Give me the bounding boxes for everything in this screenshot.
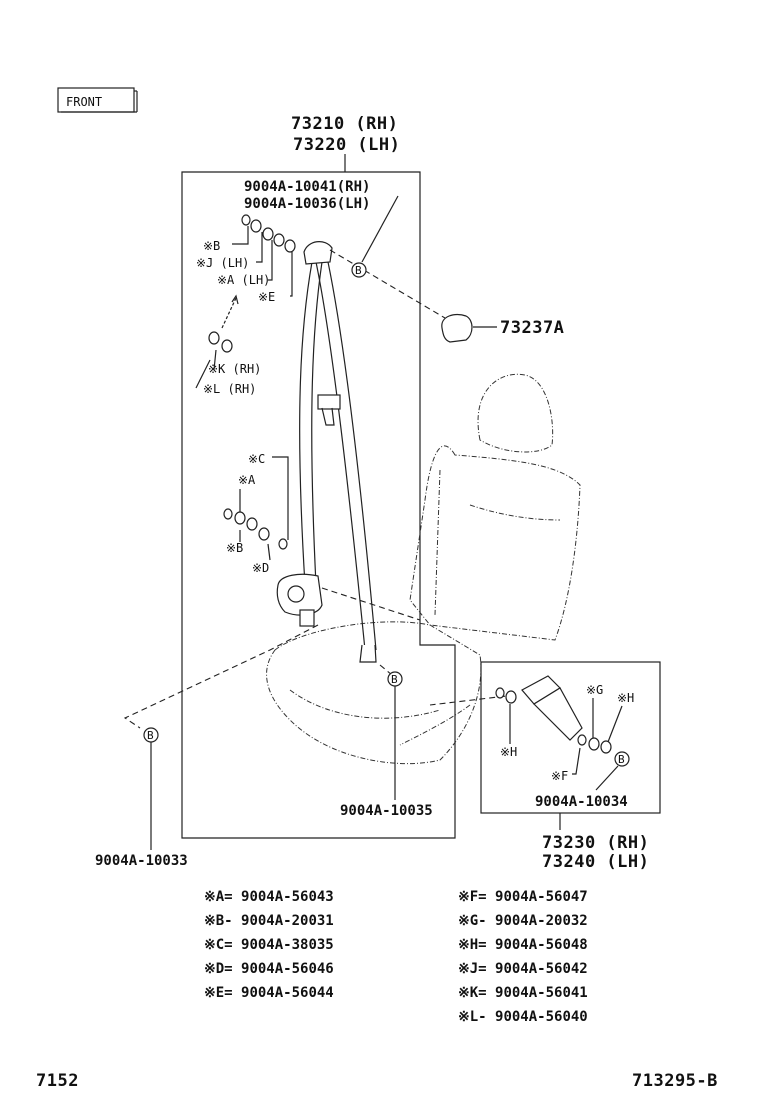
buckle [495, 675, 612, 754]
anchor-bolt-rh-label: 9004A-10041(RH) [244, 179, 370, 195]
seat-outline [266, 373, 581, 765]
washer-j-icon [250, 219, 262, 233]
spacer-e-icon [273, 233, 285, 247]
svg-text:B: B [618, 753, 625, 766]
label-f: ※F [551, 769, 568, 783]
diagram-code: 713295-B [632, 1071, 718, 1091]
headrest-outline [477, 373, 554, 453]
label-a-lower: ※A [238, 473, 256, 487]
lower-anchor-plate [359, 644, 377, 663]
belt-guide [317, 394, 341, 410]
bolt-10034-label: 9004A-10034 [535, 794, 628, 810]
label-a-lh: ※A (LH) [217, 273, 270, 287]
seat-cushion-outline [266, 621, 482, 765]
belt-assembly-rh-label: 73210 (RH) [291, 114, 398, 134]
legend-item: ※J= 9004A-56042 [458, 961, 588, 977]
label-j-lh: ※J (LH) [196, 256, 249, 270]
label-k-rh: ※K (RH) [208, 362, 261, 376]
front-label: FRONT [66, 95, 102, 109]
belt-webbing [299, 261, 377, 663]
cover-leader-dashed [329, 249, 446, 319]
label-c: ※C [248, 452, 265, 466]
lower-hardware [223, 508, 288, 550]
cover-icon [441, 313, 473, 343]
seatback-outline [409, 445, 581, 641]
label-d: ※D [252, 561, 269, 575]
washer-a-icon [262, 227, 274, 241]
legend-item: ※A= 9004A-56043 [204, 889, 334, 905]
belt-assembly-lh-label: 73220 (LH) [293, 135, 400, 155]
anchor-bolt-lh-label: 9004A-10036(LH) [244, 196, 370, 212]
legend-item: ※D= 9004A-56046 [204, 961, 334, 977]
legend-item: ※F= 9004A-56047 [458, 889, 588, 905]
callout-b-shoulder: B [351, 262, 367, 278]
legend-item: ※B- 9004A-20031 [204, 913, 334, 929]
nut-icon [284, 239, 296, 253]
label-b-upper: ※B [203, 239, 220, 253]
page-number: 7152 [36, 1071, 79, 1091]
legend-item: ※H= 9004A-56048 [458, 937, 588, 953]
bolt-10033-dashed [123, 624, 319, 729]
callout-b-floor: B [143, 727, 159, 743]
label-h-top: ※H [617, 691, 634, 705]
legend-item: ※E= 9004A-56044 [204, 985, 334, 1001]
label-b-lower: ※B [226, 541, 243, 555]
retractor [276, 573, 323, 627]
upper-hardware [208, 214, 296, 353]
label-e: ※E [258, 290, 275, 304]
bolt-10033-label: 9004A-10033 [95, 853, 188, 869]
callout-b-lower: B [387, 671, 403, 687]
label-g: ※G [586, 683, 603, 697]
callout-b-buckle: B [614, 751, 630, 767]
belt-assembly-outline [181, 171, 456, 839]
legend-item: ※L- 9004A-56040 [458, 1009, 588, 1025]
legend-item: ※K= 9004A-56041 [458, 985, 588, 1001]
svg-text:B: B [355, 264, 362, 277]
cover-part-label: 73237A [500, 318, 564, 338]
bolt-10035-label: 9004A-10035 [340, 803, 433, 819]
cover-part: 73237A [441, 313, 564, 343]
washer-l-icon [221, 339, 233, 353]
buckle-assembly-lh-label: 73240 (LH) [542, 852, 649, 872]
svg-text:B: B [391, 673, 398, 686]
buckle-assembly-box [480, 661, 661, 814]
legend-item: ※C= 9004A-38035 [204, 937, 334, 953]
svg-text:B: B [147, 729, 154, 742]
washer-k-icon [208, 331, 220, 345]
shoulder-anchor [303, 241, 333, 265]
buckle-assembly-rh-label: 73230 (RH) [542, 833, 649, 853]
legend-right: ※F= 9004A-56047 ※G- 9004A-20032 ※H= 9004… [458, 889, 588, 1025]
front-indicator: FRONT [57, 87, 138, 113]
legend-item: ※G- 9004A-20032 [458, 913, 588, 929]
washer-b-icon [241, 214, 251, 226]
legend-left: ※A= 9004A-56043 ※B- 9004A-20031 ※C= 9004… [204, 889, 334, 1001]
buckle-strap-icon [533, 687, 583, 741]
label-l-rh: ※L (RH) [203, 382, 256, 396]
label-h-side: ※H [500, 745, 517, 759]
anchor-bolt-leader [361, 195, 399, 263]
